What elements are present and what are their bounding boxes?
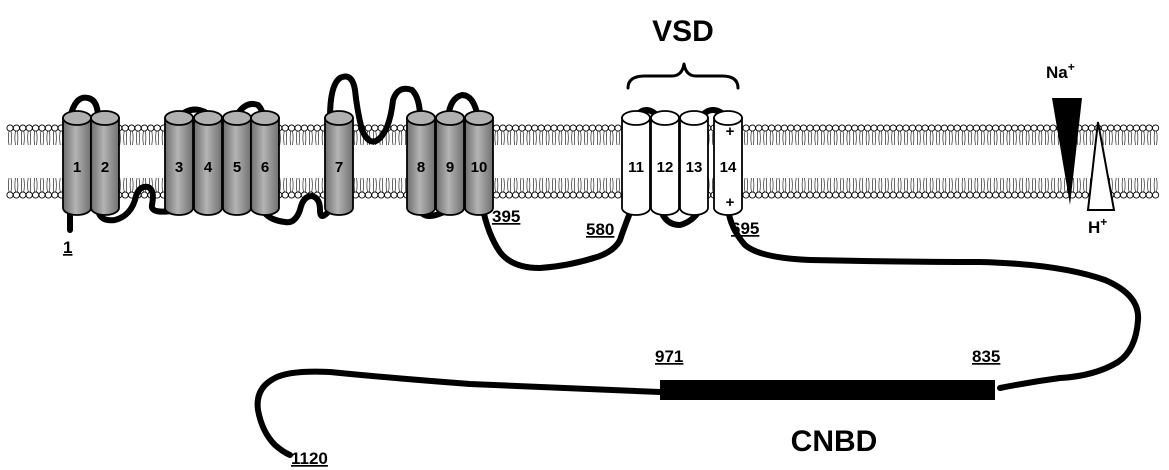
helix-8-label: 8: [417, 159, 425, 176]
residue-395: 395: [492, 207, 520, 226]
helix-9-label: 9: [446, 159, 454, 176]
cnbd-bar: [660, 380, 995, 400]
helix-5-label: 5: [233, 159, 241, 176]
helix-4: 4: [193, 110, 223, 216]
helix-2: 2: [90, 110, 120, 216]
charge-plus-top: +: [726, 123, 735, 140]
residue-971: 971: [655, 347, 683, 366]
helix-1-label: 1: [73, 159, 81, 176]
na-gradient-triangle: [1052, 98, 1082, 205]
helix-13: 13: [679, 110, 709, 216]
helix-11-label: 11: [628, 159, 644, 176]
helix-7: 7: [324, 110, 354, 216]
helix-6: 6: [250, 110, 280, 216]
residue-1: 1: [63, 238, 72, 257]
helix-13-label: 13: [686, 159, 703, 176]
helix-11: 11: [621, 110, 651, 216]
helix-3-label: 3: [175, 159, 183, 176]
helix-9: 9: [435, 110, 465, 216]
vsd-label: VSD: [652, 15, 714, 48]
na-ion-label: Na+: [1046, 60, 1075, 82]
helix-14-label: 14: [720, 159, 737, 176]
helix-6-label: 6: [261, 159, 269, 176]
helix-3: 3: [164, 110, 194, 216]
h-ion-label: H+: [1088, 215, 1107, 237]
residue-835: 835: [972, 347, 1000, 366]
helix-7-label: 7: [335, 159, 343, 176]
helix-1: 1: [62, 110, 92, 216]
helix-4-label: 4: [204, 159, 213, 176]
h-gradient-triangle: [1086, 121, 1116, 211]
helix-12-label: 12: [657, 159, 674, 176]
vsd-brace: [626, 62, 740, 90]
helix-8: 8: [406, 110, 436, 216]
helix-12: 12: [650, 110, 680, 216]
residue-1120: 1120: [291, 449, 328, 468]
helix-10: 10: [464, 110, 494, 216]
residue-580: 580: [586, 220, 614, 239]
residue-695: 695: [731, 219, 759, 238]
helix-2-label: 2: [101, 159, 109, 176]
helix-5: 5: [222, 110, 252, 216]
charge-plus-bottom: +: [726, 194, 735, 211]
cnbd-label: CNBD: [791, 425, 878, 458]
helix-14: 14: [713, 110, 743, 216]
helix-10-label: 10: [471, 159, 488, 176]
